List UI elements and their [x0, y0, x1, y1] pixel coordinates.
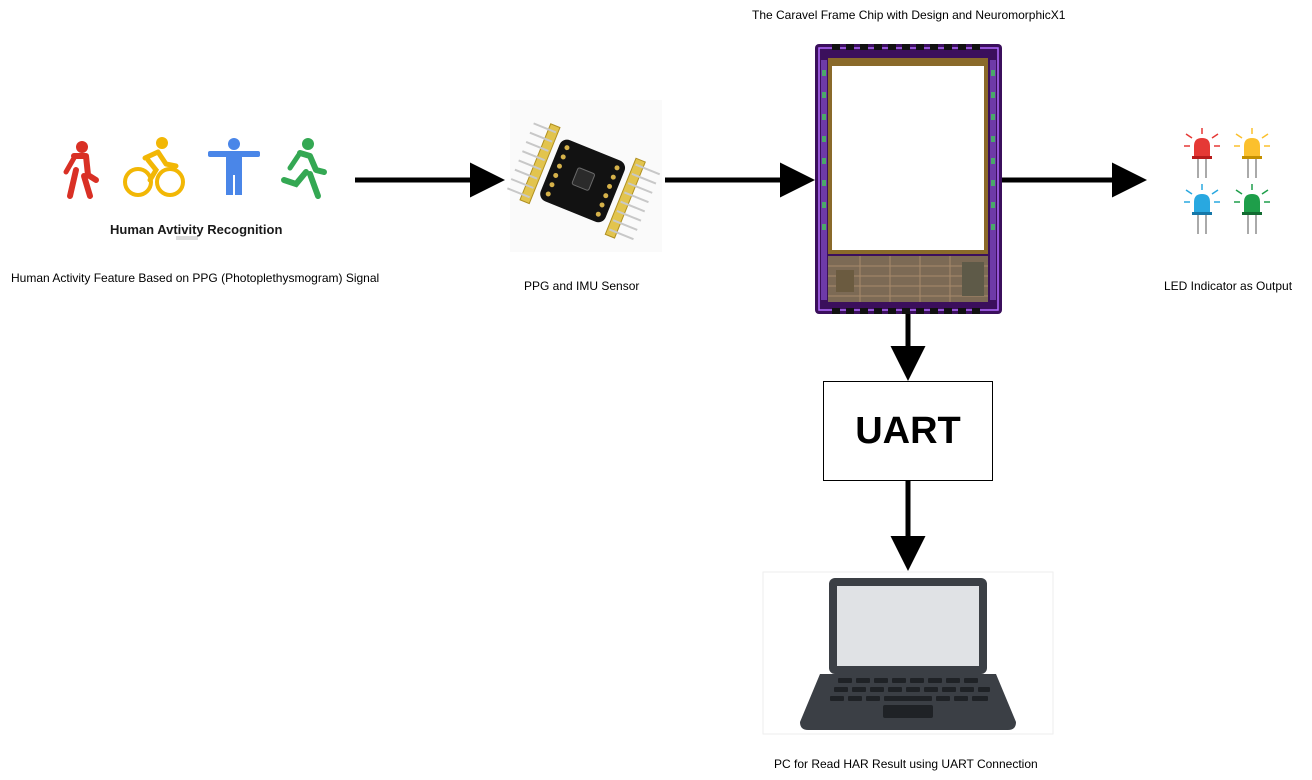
- led-caption: LED Indicator as Output: [1164, 279, 1293, 293]
- uart-box: UART: [823, 381, 993, 481]
- led-blue-icon: [1184, 184, 1220, 234]
- sensor-caption: PPG and IMU Sensor: [524, 279, 640, 293]
- watermark-mark: [176, 236, 198, 240]
- ppg-imu-sensor-image: [507, 100, 662, 252]
- pc-caption: PC for Read HAR Result using UART Connec…: [774, 757, 1038, 771]
- running-person-icon: [281, 138, 327, 199]
- arrows: [355, 162, 1147, 571]
- cycling-person-icon: [123, 137, 185, 197]
- standing-person-icon: [208, 138, 260, 195]
- laptop-icon: [762, 571, 1054, 735]
- caravel-chip-image: [815, 44, 1002, 314]
- walking-person-icon: [63, 141, 99, 199]
- led-red-icon: [1184, 128, 1220, 178]
- har-caption: Human Activity Feature Based on PPG (Pho…: [11, 271, 380, 285]
- led-green-icon: [1234, 184, 1270, 234]
- har-title: Human Avtivity Recognition: [110, 222, 283, 237]
- led-yellow-icon: [1234, 128, 1270, 178]
- chip-caption: The Caravel Frame Chip with Design and N…: [752, 8, 1066, 22]
